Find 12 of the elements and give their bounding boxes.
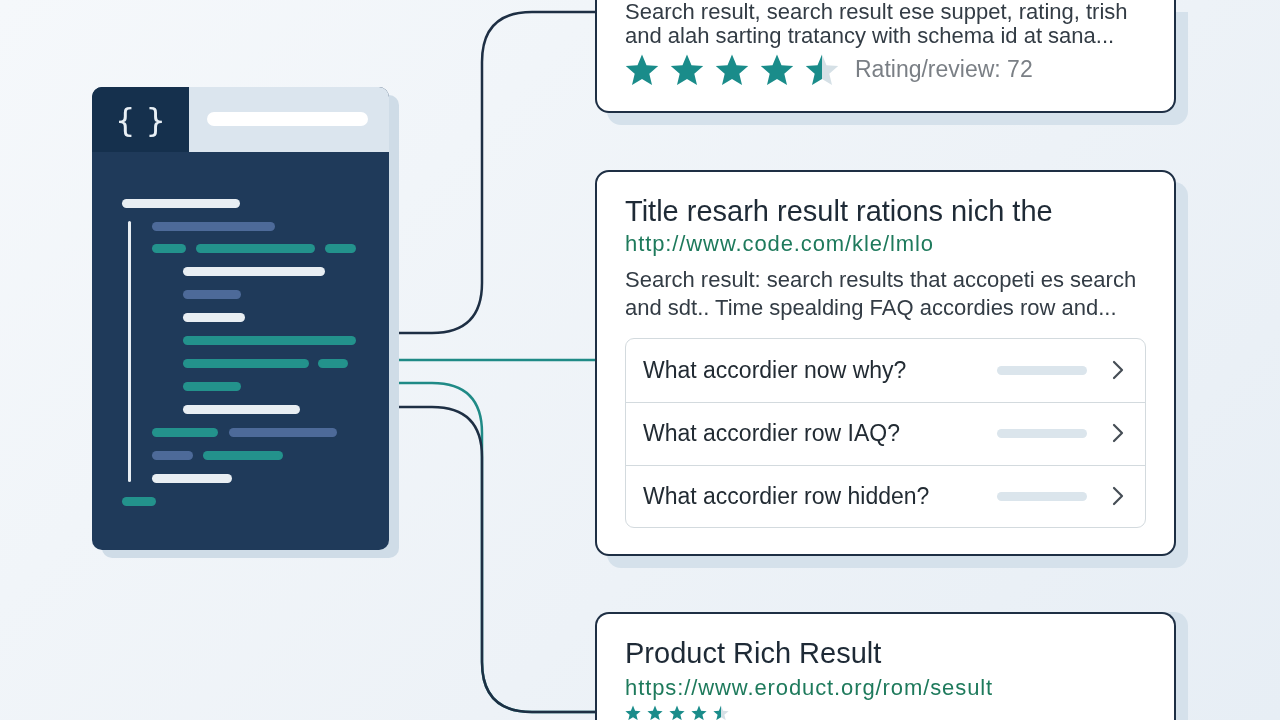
result-url: http://www.code.com/kle/lmlo xyxy=(625,231,934,257)
question-text: What accordier now why? xyxy=(643,356,907,384)
faq-accordion xyxy=(625,338,1146,528)
result-title: Product Rich Result xyxy=(625,636,882,670)
result-url: https://www.eroduct.org/rom/sesult xyxy=(625,675,994,701)
question-text: What accordier row hidden? xyxy=(643,482,930,510)
snippet-text: Search result: search results that accopeti es search and sdt.. Time spealding FAQ accordies row and... xyxy=(625,266,1138,322)
result-title: Title resarh result rations nich the xyxy=(625,194,1053,228)
question-text: What accordier row IAQ? xyxy=(643,419,900,447)
rating-text: Rating/review: 72 xyxy=(855,55,1033,83)
code-braces: { } xyxy=(92,87,189,152)
snippet-text: Search result, search result ese suppet, rating, trish and alah sarting tratancy with schema id at sana... xyxy=(625,0,1129,48)
